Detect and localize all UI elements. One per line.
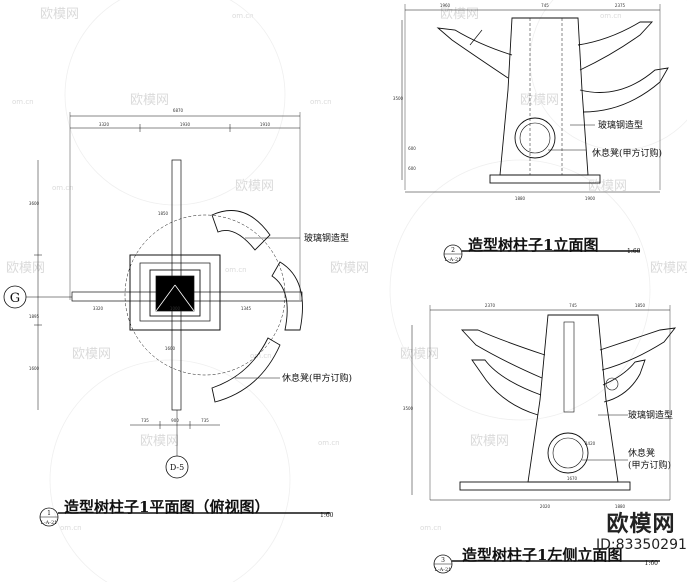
watermark-brand: 欧模网 bbox=[72, 347, 111, 362]
dim-text: 745 bbox=[541, 3, 549, 8]
dim-text: 600 bbox=[408, 166, 416, 171]
plan-view-title: 造型树柱子1平面图（俯视图） bbox=[64, 498, 269, 516]
dim-text: 1850 bbox=[158, 211, 169, 216]
front-view-title: 造型树柱子1立面图 bbox=[468, 236, 598, 254]
section-number: 3 bbox=[441, 557, 445, 564]
dim-text: 1600 bbox=[165, 346, 176, 351]
section-number: 2 bbox=[451, 247, 455, 254]
column-tag: D-5 bbox=[170, 463, 184, 472]
dim-text: 1930 bbox=[180, 122, 191, 127]
brand-watermark-block: 欧模网 ID:83350291 bbox=[596, 512, 687, 554]
label-bench: 休息凳 bbox=[628, 447, 655, 459]
plan-view bbox=[3, 112, 330, 527]
dim-text: 745 bbox=[569, 303, 577, 308]
watermark-brand: 欧模网 bbox=[235, 179, 274, 194]
side-view-title: 造型树柱子1左侧立面图 bbox=[462, 546, 622, 564]
dim-text: 3320 bbox=[99, 122, 110, 127]
watermark-site: om.cn bbox=[318, 439, 340, 447]
watermark-site: om.cn bbox=[52, 184, 74, 192]
dim-text: 1880 bbox=[515, 196, 526, 201]
label-bench-note: (甲方订购) bbox=[628, 459, 671, 471]
watermark-brand: 欧模网 bbox=[140, 434, 179, 449]
dim-text: 1000 bbox=[170, 306, 181, 311]
label-fiberglass: 玻璃钢造型 bbox=[628, 409, 673, 421]
watermark-site: om.cn bbox=[225, 266, 247, 274]
plan-view-scale: 1:60 bbox=[320, 512, 334, 519]
front-view-scale: 1:60 bbox=[627, 248, 641, 255]
label-fiberglass: 玻璃钢造型 bbox=[304, 232, 349, 244]
front-view bbox=[401, 4, 669, 264]
dim-text: 6870 bbox=[173, 108, 184, 113]
watermark-brand: 欧模网 bbox=[440, 7, 479, 22]
watermark-brand: 欧模网 bbox=[400, 347, 439, 362]
dim-text: 3320 bbox=[93, 306, 104, 311]
front-view-labels: 1960 745 2375 3500 1880 1900 600 600 玻璃钢… bbox=[393, 3, 662, 263]
dim-text: 1600 bbox=[29, 366, 40, 371]
watermark-site: om.cn bbox=[60, 524, 82, 532]
section-sheet: L-A-21 bbox=[41, 520, 58, 526]
watermark-brand: 欧模网 bbox=[130, 93, 169, 108]
watermark-brand: 欧模网 bbox=[650, 261, 687, 276]
plan-view-labels: 6870 3320 1930 1910 3600 1850 1600 3320 … bbox=[10, 108, 352, 526]
dim-text: 1960 bbox=[440, 3, 451, 8]
dim-text: 3600 bbox=[29, 201, 40, 206]
label-bench: 休息凳(甲方订购) bbox=[282, 372, 352, 384]
dim-text: 1895 bbox=[29, 314, 40, 319]
dim-text: 900 bbox=[171, 418, 179, 423]
dim-text: 735 bbox=[141, 418, 149, 423]
dim-text: 1850 bbox=[635, 303, 646, 308]
side-view-labels: 2370 745 1850 3500 2020 1880 1670 R420 玻… bbox=[403, 303, 673, 573]
dim-text: 735 bbox=[201, 418, 209, 423]
watermark-site: om.cn bbox=[600, 12, 622, 20]
watermark-site: om.cn bbox=[310, 98, 332, 106]
watermark-layer: 欧模网 om.cn 欧模网 om.cn 欧模网 om.cn 欧模网 om.cn … bbox=[6, 0, 687, 582]
model-id: ID:83350291 bbox=[596, 537, 687, 553]
watermark-brand: 欧模网 bbox=[6, 261, 45, 276]
watermark-brand: 欧模网 bbox=[40, 7, 79, 22]
dim-text: 2370 bbox=[485, 303, 496, 308]
dim-text: 1900 bbox=[585, 196, 596, 201]
dim-text: 3500 bbox=[403, 406, 414, 411]
dim-text: 2020 bbox=[540, 504, 551, 509]
section-sheet: L-A-21 bbox=[445, 257, 462, 263]
section-number: 1 bbox=[47, 510, 51, 517]
grid-label: G bbox=[10, 291, 20, 306]
watermark-brand: 欧模网 bbox=[470, 434, 509, 449]
watermark-site: om.cn bbox=[420, 524, 442, 532]
watermark-brand: 欧模网 bbox=[330, 261, 369, 276]
dim-text: 1880 bbox=[615, 504, 626, 509]
side-view bbox=[411, 305, 677, 574]
dim-text: 600 bbox=[408, 146, 416, 151]
dim-text: R420 bbox=[585, 441, 596, 446]
label-bench: 休息凳(甲方订购) bbox=[592, 147, 662, 159]
dim-text: 2375 bbox=[615, 3, 626, 8]
brand-name: 欧模网 bbox=[606, 512, 676, 537]
section-sheet: L-A-21 bbox=[435, 567, 452, 573]
side-view-scale: 1:60 bbox=[645, 560, 659, 567]
dim-text: 3500 bbox=[393, 96, 404, 101]
watermark-site: om.cn bbox=[232, 12, 254, 20]
watermark-site: om.cn bbox=[250, 352, 272, 360]
watermark-site: om.cn bbox=[12, 98, 34, 106]
label-fiberglass: 玻璃钢造型 bbox=[598, 119, 643, 131]
dim-text: 1670 bbox=[567, 476, 578, 481]
dim-text: 1345 bbox=[241, 306, 252, 311]
dim-text: 1910 bbox=[260, 122, 271, 127]
